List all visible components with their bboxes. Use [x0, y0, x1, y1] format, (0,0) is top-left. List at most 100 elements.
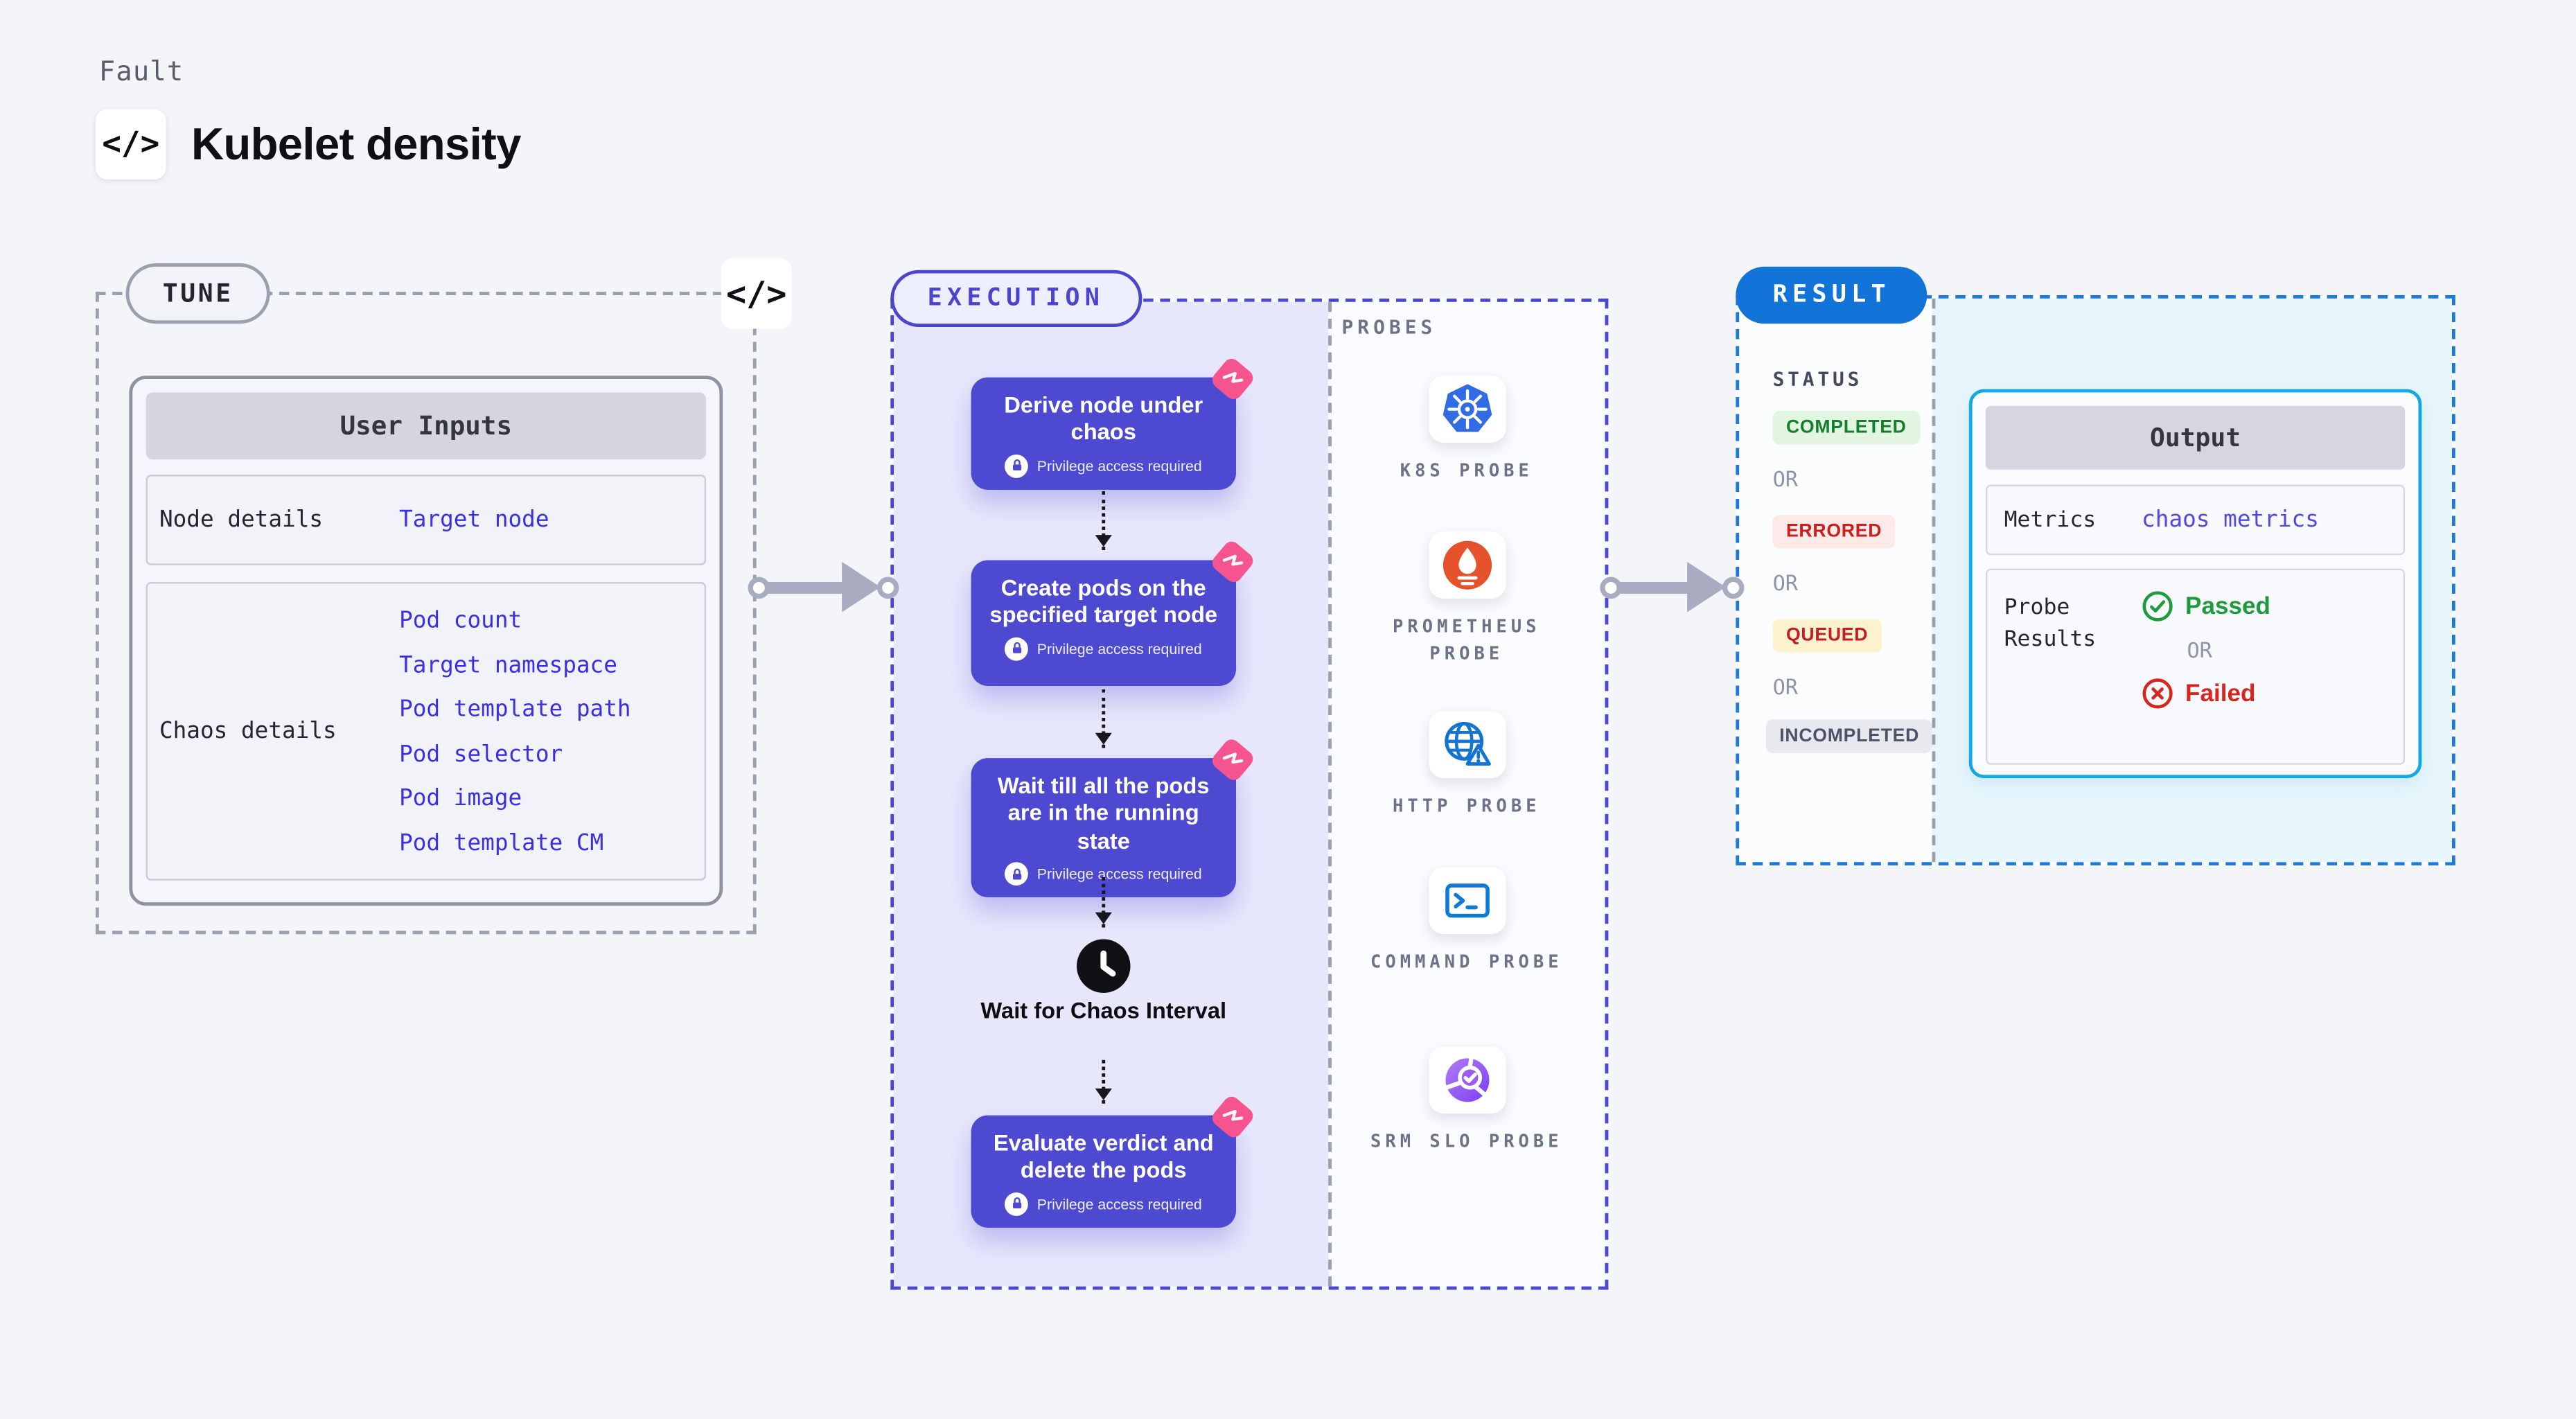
- status-badge-completed: COMPLETED: [1772, 411, 1921, 445]
- command-probe-card[interactable]: [1428, 867, 1506, 935]
- execution-to-result-arrow: [1600, 560, 1745, 613]
- chaos-experiment-icon: [1209, 355, 1257, 403]
- code-icon: </>: [95, 109, 166, 180]
- or-separator: OR: [1772, 466, 1799, 492]
- result-section: RESULT STATUS COMPLETED OR ERRORED OR QU…: [1736, 266, 2455, 866]
- user-inputs-table: User Inputs Node details Target node Cha…: [129, 376, 723, 906]
- tune-badge: TUNE: [125, 263, 271, 324]
- chaos-links-list: Pod count Target namespace Pod template …: [399, 599, 630, 865]
- probe-label: COMMAND PROBE: [1370, 952, 1563, 973]
- privilege-note: Privilege access required: [985, 1192, 1223, 1216]
- arrow-start-dot: [1600, 576, 1622, 598]
- probe-label: PROMETHEUS PROBE: [1393, 617, 1541, 664]
- check-circle-icon: [2142, 591, 2173, 622]
- terminal-icon: [1444, 883, 1489, 918]
- chaos-experiment-icon: [1209, 538, 1257, 586]
- arrow-end-dot: [1722, 576, 1745, 598]
- metrics-label: Metrics: [2004, 507, 2097, 533]
- node-details-label: Node details: [159, 506, 324, 534]
- step-title: Wait till all the pods are in the runnin…: [997, 773, 1210, 854]
- step-title: Create pods on the specified target node: [989, 575, 1218, 628]
- arrow-start-dot: [748, 576, 770, 598]
- probe-results-row: Probe Results Passed OR Failed: [1985, 568, 2406, 765]
- lock-icon: [1005, 637, 1029, 661]
- target-namespace-link[interactable]: Target namespace: [399, 651, 617, 679]
- flow-connector: [1095, 689, 1112, 748]
- target-node-link[interactable]: Target node: [399, 506, 549, 534]
- privilege-note: Privilege access required: [985, 454, 1223, 478]
- status-badge-errored: ERRORED: [1772, 515, 1896, 549]
- probe-results-label: Probe Results: [2004, 595, 2097, 653]
- lock-icon: [1005, 1192, 1029, 1216]
- chaos-details-label: Chaos details: [159, 718, 337, 745]
- probe-label: HTTP PROBE: [1393, 796, 1541, 817]
- slo-donut-icon: [1444, 1056, 1489, 1102]
- probes-heading: PROBES: [1341, 315, 1437, 339]
- or-separator: OR: [1772, 674, 1799, 700]
- flow-connector: [1095, 1059, 1112, 1104]
- pod-template-path-link[interactable]: Pod template path: [399, 696, 631, 723]
- probe-label: SRM SLO PROBE: [1370, 1131, 1563, 1152]
- arrow-shaft: [1620, 581, 1689, 593]
- arrow-head-icon: [842, 561, 881, 612]
- code-icon: </>: [721, 258, 792, 329]
- wait-for-chaos-interval-label: Wait for Chaos Interval: [980, 998, 1227, 1023]
- pod-count-link[interactable]: Pod count: [399, 607, 522, 634]
- step-title: Derive node under chaos: [1004, 392, 1203, 446]
- arrow-shaft: [768, 581, 844, 593]
- output-card: Output Metrics chaos metrics Probe Resul…: [1968, 389, 2422, 779]
- output-header: Output: [1985, 405, 2406, 470]
- x-circle-icon: [2142, 678, 2173, 709]
- step-derive-node: Derive node under chaos Privilege access…: [971, 355, 1257, 490]
- lock-icon: [1005, 454, 1029, 478]
- lock-icon: [1005, 863, 1029, 887]
- chaos-experiment-icon: [1209, 1093, 1257, 1141]
- user-inputs-header: User Inputs: [145, 392, 707, 460]
- step-create-pods: Create pods on the specified target node…: [971, 538, 1257, 687]
- privilege-note: Privilege access required: [985, 637, 1223, 661]
- execution-section: EXECUTION Derive node under chaos Privil…: [890, 270, 1609, 1290]
- or-separator: OR: [2187, 637, 2212, 663]
- chaos-metrics-link[interactable]: chaos metrics: [2142, 506, 2319, 534]
- status-badge-queued: QUEUED: [1772, 619, 1882, 653]
- probe-item-prometheus: PROMETHEUS PROBE: [1328, 531, 1605, 668]
- or-separator: OR: [1772, 570, 1799, 596]
- page-title-row: </> Kubelet density: [95, 109, 521, 180]
- http-probe-card[interactable]: [1428, 711, 1506, 779]
- pod-image-link[interactable]: Pod image: [399, 784, 522, 812]
- chaos-experiment-icon: [1209, 736, 1257, 784]
- passed-verdict: Passed: [2142, 590, 2270, 622]
- step-title: Evaluate verdict and delete the pods: [993, 1130, 1214, 1183]
- arrow-head-icon: [1687, 561, 1726, 612]
- kubernetes-icon: [1442, 384, 1492, 432]
- probe-label: K8S PROBE: [1400, 461, 1533, 482]
- probes-column: K8S PROBE PROMETHEUS PROBE: [1328, 302, 1605, 1287]
- prometheus-icon: [1442, 540, 1491, 590]
- clock-icon: [1077, 939, 1131, 993]
- srm-slo-probe-card[interactable]: [1428, 1046, 1506, 1114]
- arrow-end-dot: [876, 576, 899, 598]
- status-badge-incompleted: INCOMPLETED: [1765, 719, 1933, 753]
- result-badge: RESULT: [1736, 266, 1928, 324]
- probe-item-k8s: K8S PROBE: [1328, 376, 1605, 486]
- table-row: Node details Target node: [145, 475, 707, 565]
- privilege-note: Privilege access required: [985, 863, 1223, 887]
- probe-item-command: COMMAND PROBE: [1328, 867, 1605, 977]
- probe-item-srm-slo: SRM SLO PROBE: [1328, 1046, 1605, 1156]
- flow-connector: [1095, 491, 1112, 550]
- verdict-column: Passed OR Failed: [2142, 590, 2270, 763]
- metrics-row: Metrics chaos metrics: [1985, 484, 2406, 556]
- page-title: Kubelet density: [191, 118, 521, 169]
- flow-connector: [1095, 876, 1112, 928]
- k8s-probe-card[interactable]: [1428, 376, 1506, 443]
- step-wait-pods-running: Wait till all the pods are in the runnin…: [971, 736, 1257, 899]
- fault-eyebrow: Fault: [98, 55, 184, 87]
- pod-template-cm-link[interactable]: Pod template CM: [399, 829, 604, 856]
- probe-item-http: HTTP PROBE: [1328, 711, 1605, 821]
- tune-section: TUNE </> User Inputs Node details Target…: [95, 258, 792, 935]
- status-output-divider: [1932, 298, 1936, 863]
- pod-selector-link[interactable]: Pod selector: [399, 740, 563, 768]
- execution-badge: EXECUTION: [890, 270, 1142, 328]
- prometheus-probe-card[interactable]: [1428, 531, 1506, 599]
